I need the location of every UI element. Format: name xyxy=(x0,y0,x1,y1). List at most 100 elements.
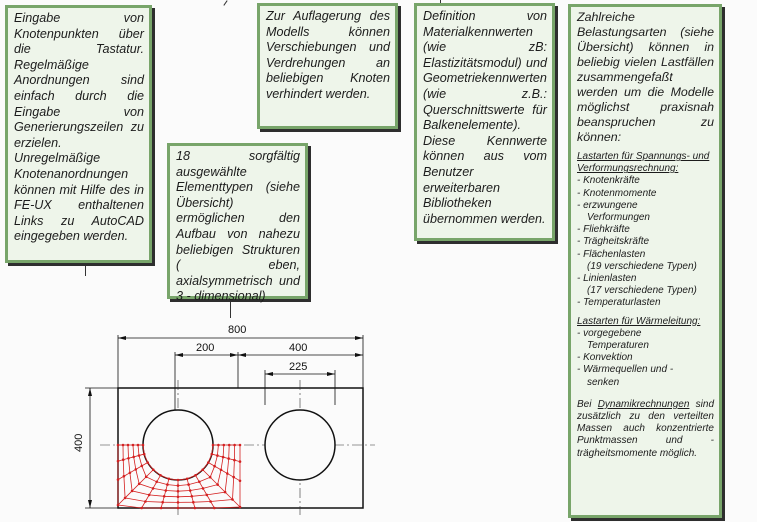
mesh-node xyxy=(238,443,242,447)
nodes-text: Eingabe von Knotenpunkten über die Tasta… xyxy=(14,11,144,244)
dim-arrow xyxy=(175,353,183,357)
mesh-node xyxy=(152,468,155,472)
mesh-node xyxy=(164,489,168,492)
mesh-node xyxy=(227,443,231,447)
mesh-node xyxy=(126,443,130,447)
mesh-node xyxy=(190,495,194,498)
mesh-node xyxy=(201,468,204,472)
mesh-node xyxy=(213,506,216,510)
heat-load-item: - vorgegebene xyxy=(577,327,642,339)
dim-arrow xyxy=(230,353,238,357)
mesh-spoke xyxy=(195,475,215,509)
dim-arrow xyxy=(238,353,246,357)
dim-arrow xyxy=(118,336,126,340)
mesh-node xyxy=(207,461,210,464)
heat-load-item: Temperaturen xyxy=(587,340,649,352)
dim-arrow xyxy=(265,372,273,376)
mesh-node xyxy=(116,459,120,463)
dynamics-text: Bei Dynamikrechnungen sind zusätzlich zu… xyxy=(577,399,714,460)
dim-label-total: 800 xyxy=(228,324,246,336)
mesh-node xyxy=(198,480,201,484)
stress-load-item: (19 verschiedene Typen) xyxy=(587,260,697,272)
mesh-node xyxy=(176,501,180,504)
mesh-node xyxy=(211,443,215,447)
mesh-node xyxy=(121,443,125,447)
mesh-node xyxy=(238,505,242,509)
mesh-node xyxy=(194,474,197,477)
mesh-node xyxy=(193,506,197,510)
info-box-loads: Zahlreiche Belastungsarten (siehe Übersi… xyxy=(568,4,722,518)
mesh-node xyxy=(137,454,141,457)
stress-load-item: - Linienlasten xyxy=(577,273,637,285)
materials-text: Definition von Materialkennwerten (wie z… xyxy=(423,9,547,226)
mesh-node xyxy=(227,457,230,460)
mesh-node xyxy=(131,443,135,447)
dim-label-400: 400 xyxy=(289,342,307,354)
mesh-node xyxy=(121,458,125,462)
mesh-node xyxy=(134,468,138,471)
dim-arrow xyxy=(88,388,92,396)
mesh-node xyxy=(136,443,140,447)
stress-load-item: - Knotenkräfte xyxy=(577,175,640,187)
mesh-node xyxy=(219,468,223,472)
elements-text: 18 sorgfältig ausgewählte Elementtypen (… xyxy=(176,149,300,304)
mesh-node xyxy=(223,490,227,494)
stress-heading: Lastarten für Spannungs- und Verformungs… xyxy=(577,151,710,175)
dynamics-link[interactable]: Dynamikrechnungen xyxy=(597,398,690,410)
mesh-node xyxy=(140,506,143,510)
mesh-node xyxy=(176,478,180,482)
mesh-node xyxy=(226,472,229,475)
mesh-node xyxy=(147,493,151,497)
mesh-node xyxy=(166,483,169,486)
loads-intro-text: Zahlreiche Belastungsarten (siehe Übersi… xyxy=(577,10,714,144)
mesh-node xyxy=(161,500,164,504)
mesh-node xyxy=(167,477,171,481)
dim-label-height: 400 xyxy=(73,434,85,452)
mesh-node xyxy=(221,455,225,459)
hole-right xyxy=(264,409,336,481)
mesh-node xyxy=(213,464,216,468)
mesh-node xyxy=(162,495,166,498)
mesh-spoke xyxy=(208,462,241,482)
mesh-node xyxy=(142,452,146,456)
mesh-node xyxy=(159,506,163,510)
dim-arrow xyxy=(88,500,92,508)
heat-load-item: senken xyxy=(587,376,620,388)
mesh-node xyxy=(151,487,155,490)
stress-load-item: - erzwungene xyxy=(577,199,638,211)
heat-heading: Lastarten für Wärmeleitung: xyxy=(577,315,701,327)
mesh-spoke xyxy=(117,469,154,506)
dim-label-225: 225 xyxy=(289,361,307,373)
info-box-supports: Zur Auflagerung des Modells können Versc… xyxy=(257,3,398,129)
stress-load-item: - Flächenlasten xyxy=(577,248,646,260)
mesh-node xyxy=(128,471,132,475)
dim-label-200: 200 xyxy=(196,342,214,354)
mesh-node xyxy=(217,443,220,447)
mesh-node xyxy=(176,484,180,487)
mesh-node xyxy=(208,475,212,479)
stress-load-item: - Temperaturlasten xyxy=(577,297,661,309)
mesh-node xyxy=(192,500,195,504)
mesh-node xyxy=(146,461,149,464)
mesh-node xyxy=(140,464,144,468)
fe-mesh xyxy=(116,443,242,510)
info-box-materials: Definition von Materialkennwerten (wie z… xyxy=(414,3,555,241)
dim-arrow xyxy=(327,372,335,376)
mesh-spoke xyxy=(141,475,161,509)
mesh-node xyxy=(209,500,212,503)
dynamics-post: sind zusätzlich zu den verteilten Massen… xyxy=(577,398,715,459)
mesh-node xyxy=(233,458,236,462)
mesh-node xyxy=(222,443,226,447)
mesh-node xyxy=(187,483,190,486)
mesh-node xyxy=(231,498,234,501)
mesh-node xyxy=(132,455,135,459)
mesh-node xyxy=(201,487,205,490)
connector-line xyxy=(230,298,231,318)
mesh-node xyxy=(238,479,242,483)
stress-load-item: (17 verschiedene Typen) xyxy=(587,285,697,297)
connector-line xyxy=(440,0,441,4)
stress-load-item: - Fliehkräfte xyxy=(577,224,630,236)
mesh-spoke xyxy=(117,462,148,480)
dim-arrow xyxy=(355,353,363,357)
